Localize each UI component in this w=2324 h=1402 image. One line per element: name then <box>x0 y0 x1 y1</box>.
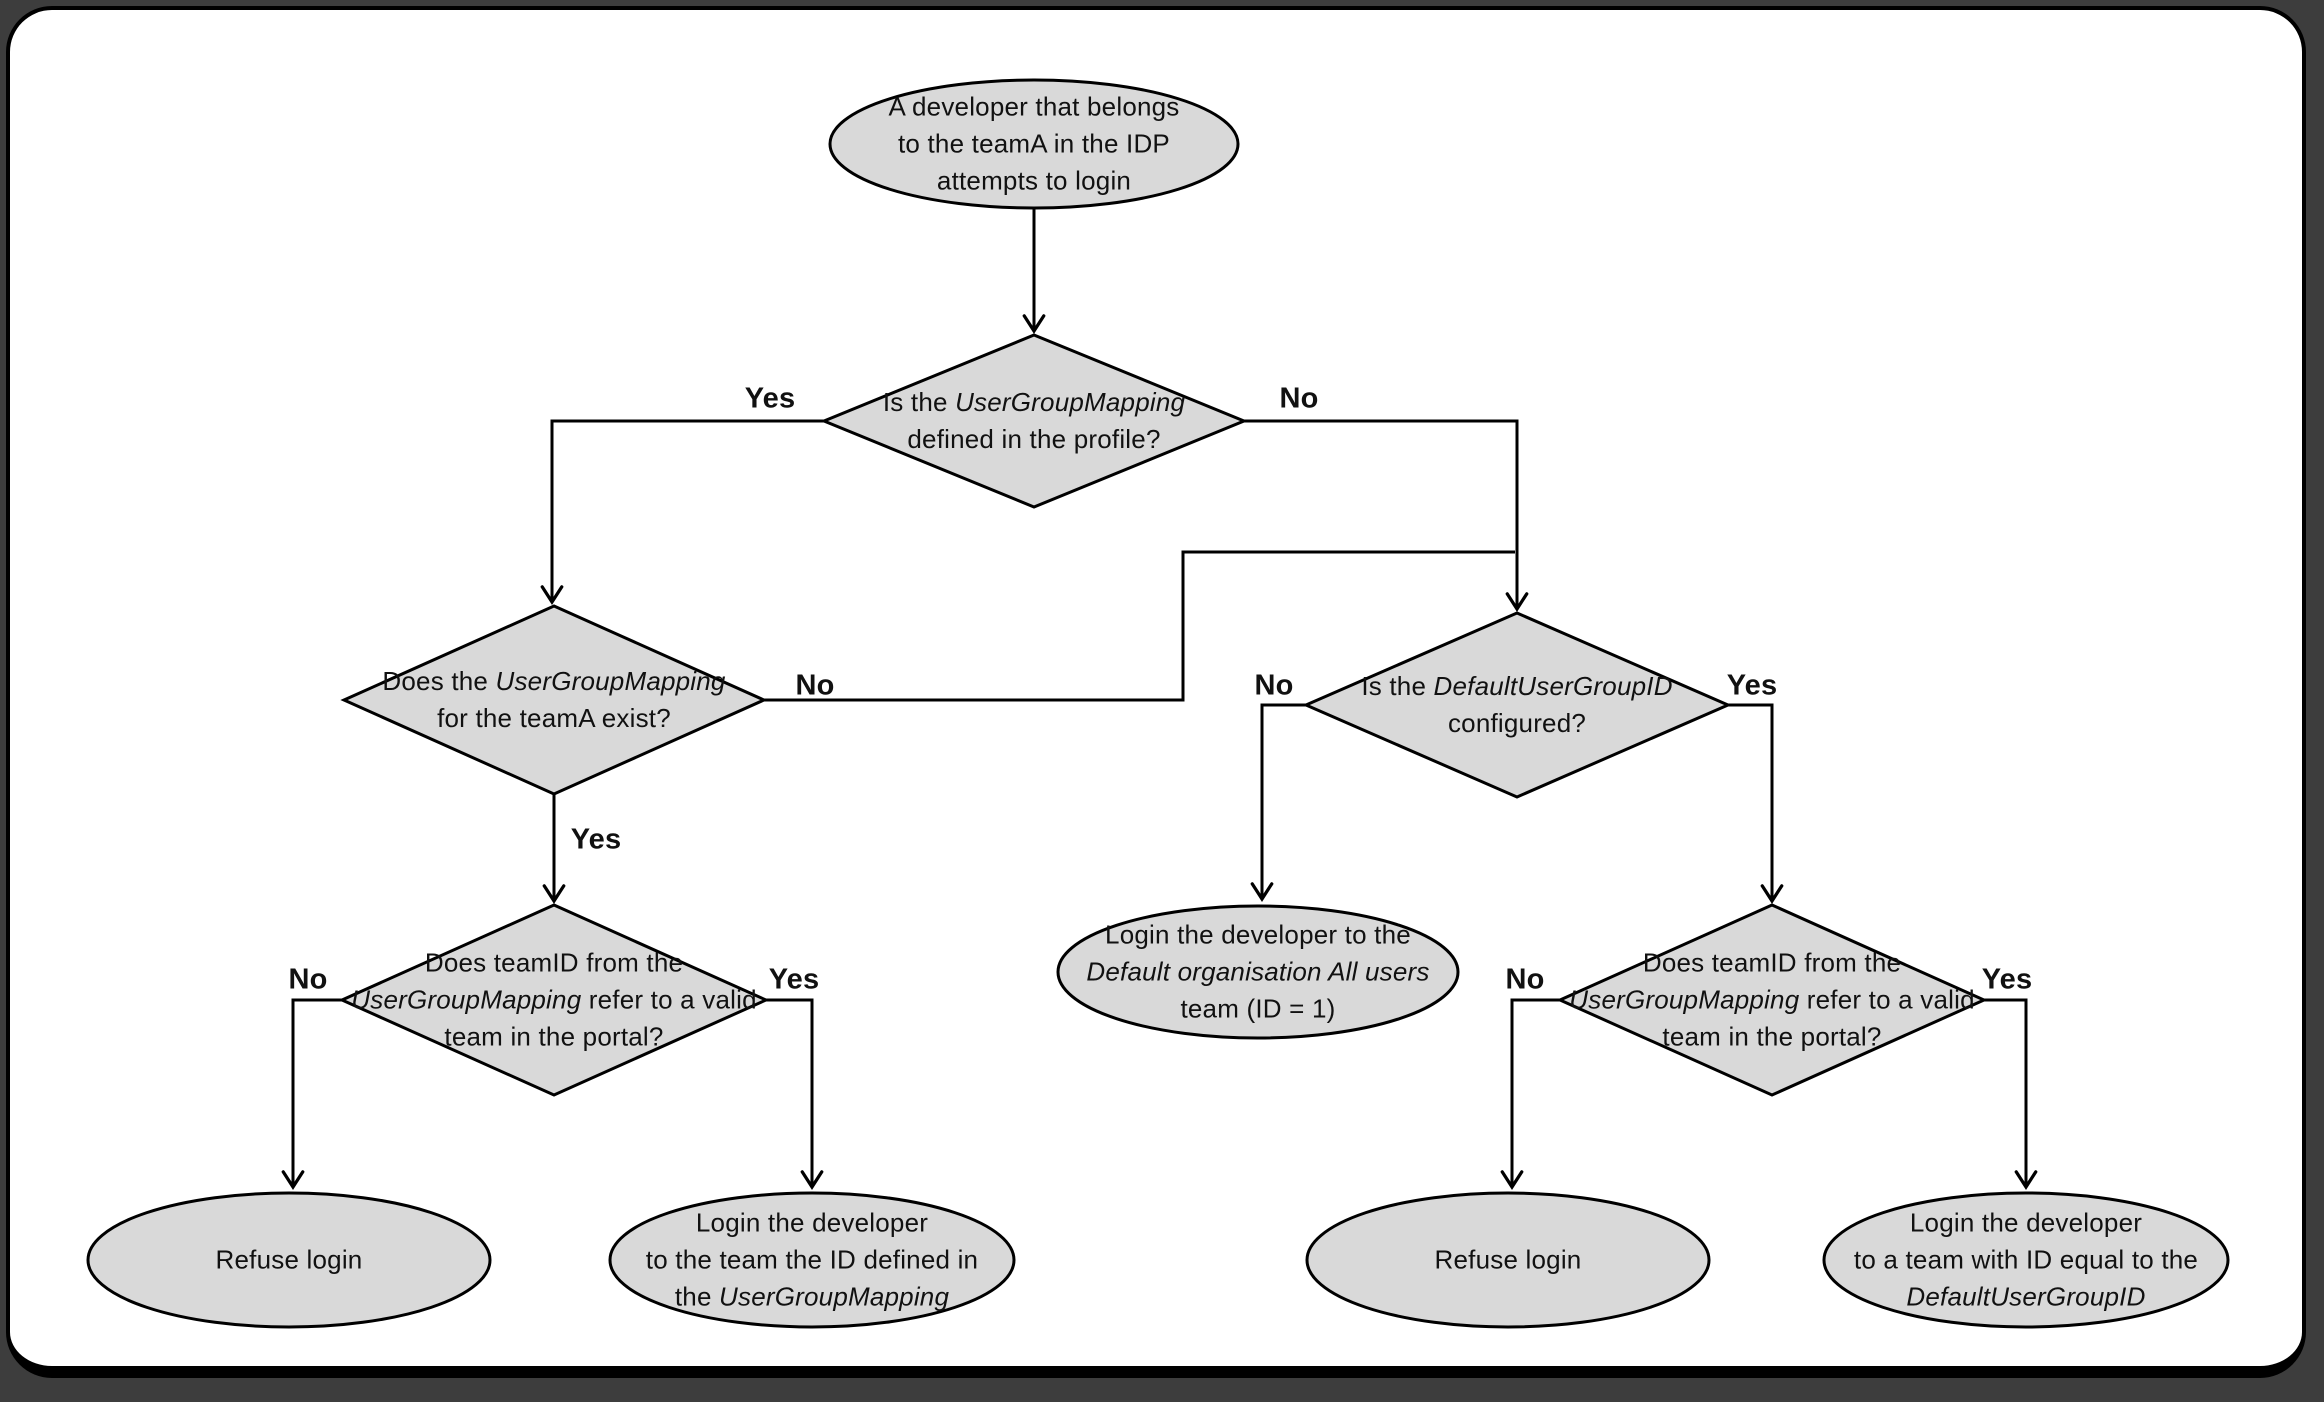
edge-q4-no <box>281 998 342 1191</box>
node-end-login-dugid-team-shape <box>1822 1191 2230 1329</box>
edge-q2-no-merge <box>764 550 1515 702</box>
edge-label-q3-no: No <box>1254 669 1294 702</box>
node-end-default-org-shape <box>1056 904 1460 1040</box>
node-start-shape <box>828 78 1240 210</box>
node-q-ugm-defined-shape <box>820 333 1248 509</box>
node-q-teamid-valid-left-shape <box>338 903 770 1097</box>
edge-label-q1-yes: Yes <box>744 382 796 415</box>
edge-label-q4-yes: Yes <box>768 963 820 996</box>
edge-label-q4-no: No <box>288 963 328 996</box>
node-end-refuse-right-shape <box>1305 1191 1711 1329</box>
edge-q5-yes <box>1984 998 2038 1191</box>
edge-label-q5-no: No <box>1505 963 1545 996</box>
edge-q4-yes <box>766 998 824 1191</box>
node-end-login-ugm-team-shape <box>608 1191 1016 1329</box>
edge-q3-yes <box>1728 703 1784 905</box>
edge-label-q1-no: No <box>1279 382 1319 415</box>
node-q-ugm-exists-shape <box>340 604 768 796</box>
edge-label-q3-yes: Yes <box>1726 669 1778 702</box>
edge-label-q5-yes: Yes <box>1981 963 2033 996</box>
edge-q5-no <box>1500 998 1560 1191</box>
node-q-teamid-valid-right-shape <box>1556 903 1988 1097</box>
node-end-refuse-left-label: Refuse login <box>215 1244 363 1275</box>
edge-q3-no <box>1250 703 1306 903</box>
edge-label-q2-no: No <box>795 669 835 702</box>
node-end-refuse-left-shape <box>86 1191 492 1329</box>
node-q-dugid-configured-shape <box>1302 611 1732 799</box>
node-end-refuse-right-label: Refuse login <box>1434 1244 1582 1275</box>
edge-q1-yes <box>540 419 824 606</box>
edge-q1-no <box>1244 419 1529 613</box>
edge-label-q2-yes: Yes <box>570 823 622 856</box>
